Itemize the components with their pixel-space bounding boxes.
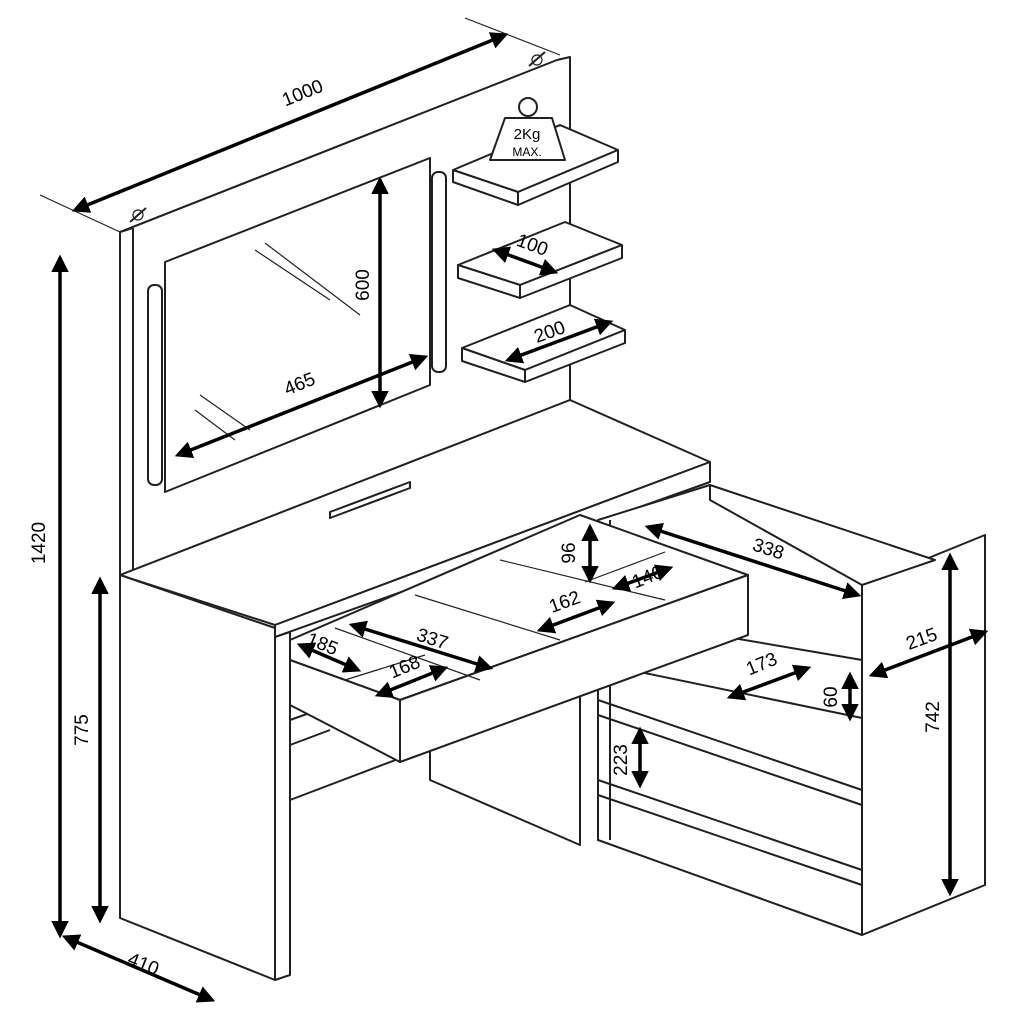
- max-weight-badge: 2Kg MAX.: [489, 97, 566, 161]
- dim-drawer-height: 96: [559, 542, 580, 563]
- dim-mirror-height: 600: [353, 269, 374, 301]
- left-side-panel: [119, 574, 291, 981]
- dimension-lines: [39, 17, 989, 1003]
- dim-total-height: 1420: [29, 522, 50, 564]
- weight-label: 2Kg: [514, 126, 541, 143]
- dim-cabinet-gap-223: 223: [611, 744, 632, 776]
- dim-cabinet-shelf-60: 60: [821, 686, 842, 707]
- dim-total-width: 1000: [279, 76, 326, 111]
- weight-max-label: MAX.: [512, 145, 541, 159]
- dim-cabinet-height: 742: [923, 701, 944, 733]
- dim-desk-height: 775: [72, 714, 93, 746]
